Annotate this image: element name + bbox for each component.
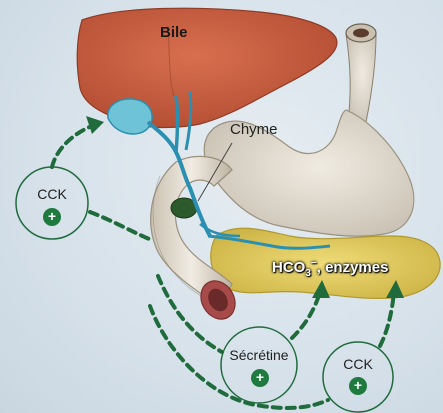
- secretine-circle: [221, 327, 297, 403]
- arrowhead-icon: [86, 116, 104, 134]
- cck-bottom-label: CCK: [338, 356, 378, 372]
- bile-label: Bile: [160, 24, 188, 41]
- secretine-label: Sécrétine: [222, 347, 296, 363]
- arrow-duodenum-to-cck-left: [90, 212, 152, 240]
- arrow-cck-bottom-to-pancreas: [380, 292, 394, 346]
- plus-sign: +: [349, 377, 367, 393]
- hco3-prefix: HCO: [272, 259, 305, 276]
- arrow-cck-to-gallbladder: [52, 126, 92, 167]
- plus-sign: +: [251, 369, 269, 385]
- arrow-secretine-to-pancreas: [292, 292, 320, 338]
- gallbladder: [108, 99, 152, 134]
- cck-left-circle: [16, 167, 88, 239]
- hco3-enzymes-label: HCO3−, enzymes: [272, 258, 388, 279]
- cck-left-label: CCK: [32, 186, 72, 202]
- plus-sign: +: [43, 208, 61, 224]
- chyme-label: Chyme: [230, 121, 278, 138]
- hco3-suffix: , enzymes: [317, 259, 389, 276]
- hco3-subscript: 3: [305, 268, 311, 279]
- esophagus: [346, 34, 376, 122]
